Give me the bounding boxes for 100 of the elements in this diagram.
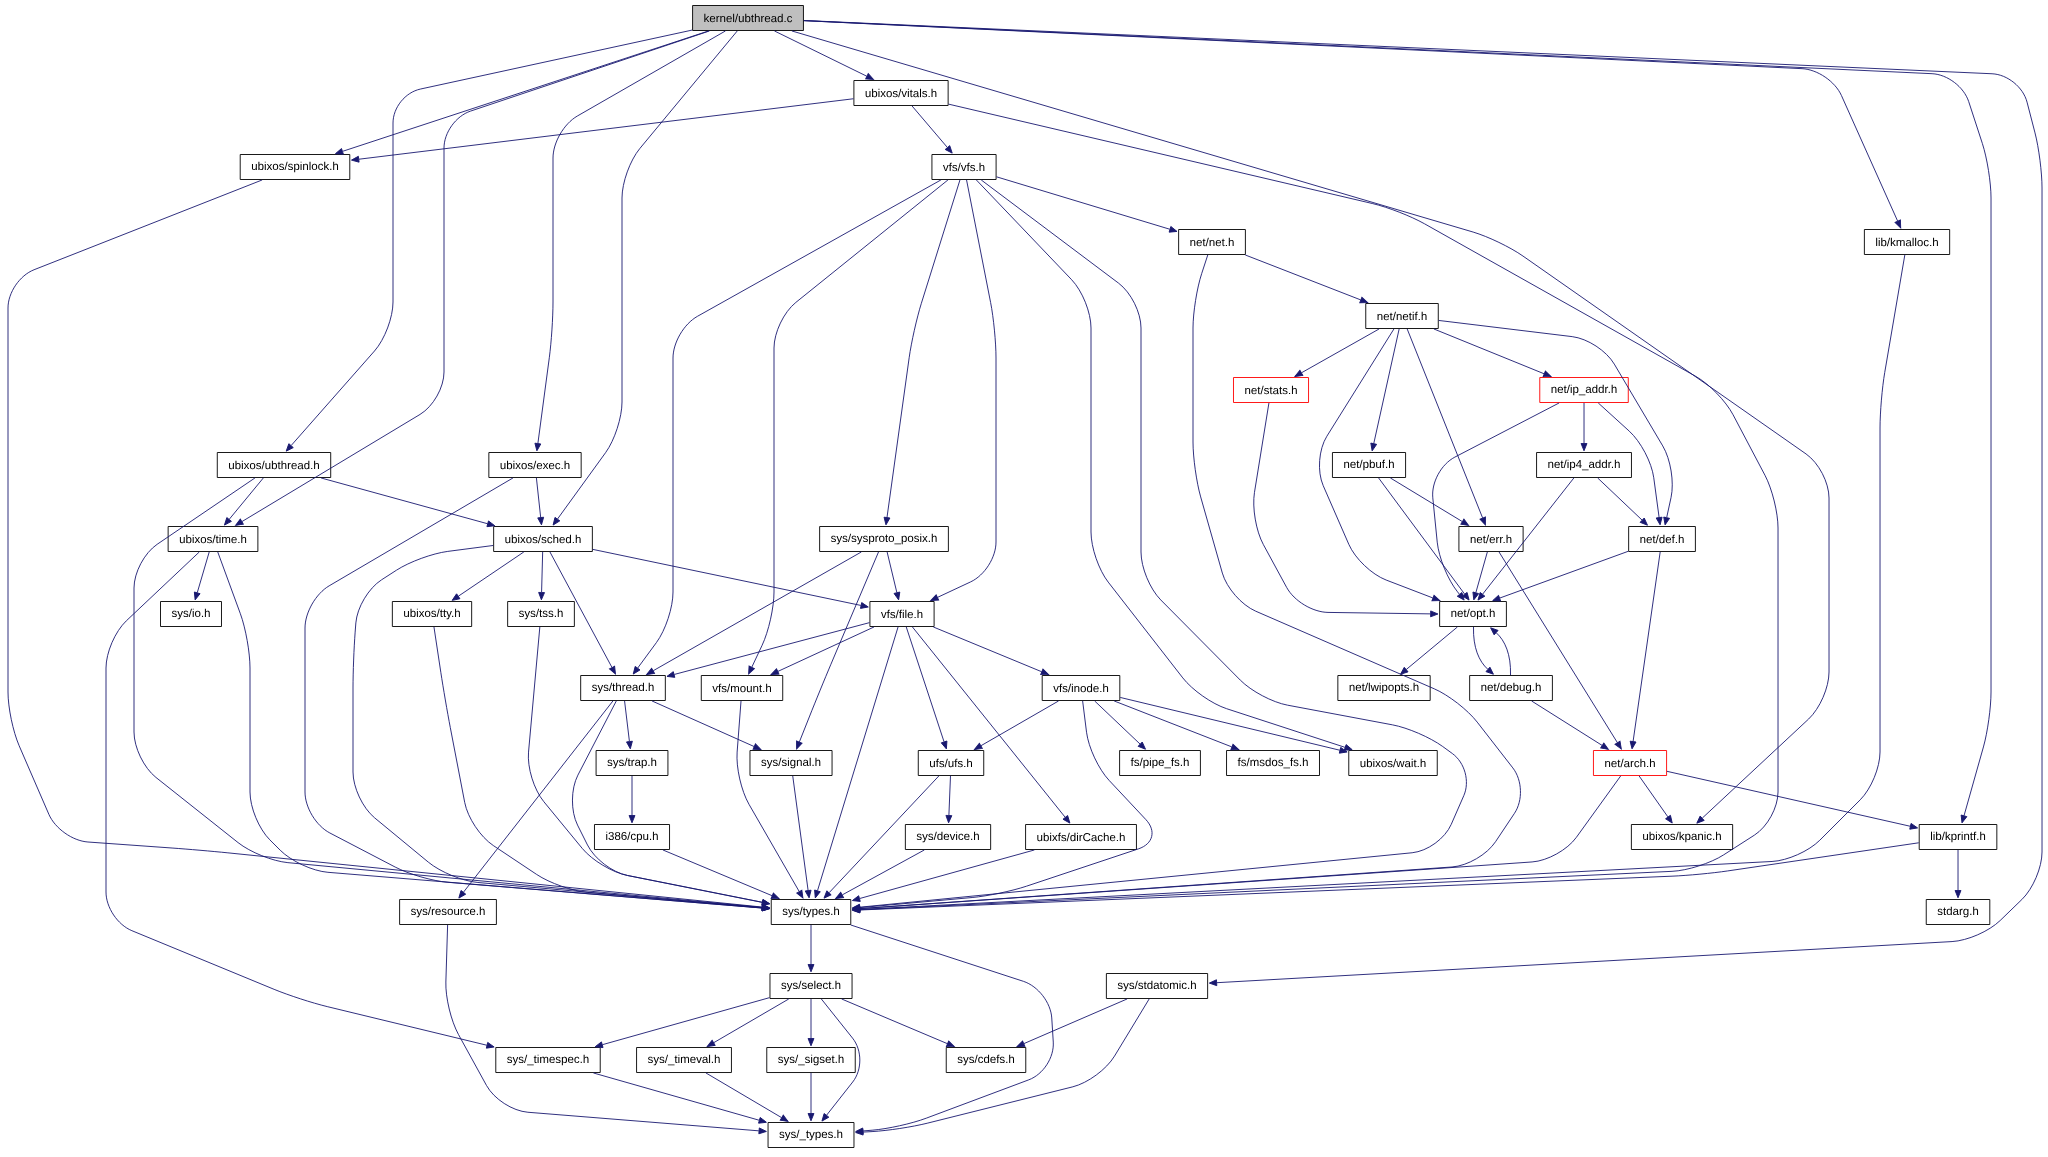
arrow xyxy=(662,849,780,900)
arrow xyxy=(1244,254,1369,304)
file-box: sys/_timeval.h xyxy=(636,1047,732,1073)
arrow xyxy=(1490,627,1511,676)
file-box: net/ip4_addr.h xyxy=(1536,452,1632,478)
file-box: stdarg.h xyxy=(1925,899,1991,925)
file-box: vfs/vfs.h xyxy=(931,154,997,180)
arrow xyxy=(1370,328,1400,452)
arrow xyxy=(1406,328,1486,526)
arrow xyxy=(534,30,726,452)
arrow xyxy=(1477,477,1575,601)
file-box: lib/kprintf.h xyxy=(1918,824,1998,850)
arrow xyxy=(852,842,1920,914)
arrow xyxy=(1319,328,1441,602)
arrow xyxy=(841,998,955,1048)
file-box: ubixos/spinlock.h xyxy=(239,154,351,180)
arrow xyxy=(770,626,875,675)
arrow xyxy=(852,254,1906,913)
arrow xyxy=(552,30,738,526)
file-box: sys/signal.h xyxy=(749,750,833,776)
file-box: fs/pipe_fs.h xyxy=(1119,750,1201,776)
file-box: ubixos/exec.h xyxy=(488,452,582,478)
arrow xyxy=(855,998,1150,1136)
arrow xyxy=(1016,998,1128,1047)
file-box: sys/cdefs.h xyxy=(945,1047,1027,1073)
arrow xyxy=(632,179,942,675)
arrow xyxy=(1438,320,1673,526)
arrow xyxy=(1638,775,1673,824)
arrow xyxy=(996,176,1178,233)
arrow xyxy=(911,105,953,154)
file-box: vfs/mount.h xyxy=(700,675,784,701)
file-box: net/def.h xyxy=(1628,526,1696,552)
arrow xyxy=(975,179,1353,751)
file-box: sys/_timespec.h xyxy=(495,1047,601,1073)
file-box: sys/_sigset.h xyxy=(766,1047,856,1073)
arrow xyxy=(851,849,1035,902)
arrow xyxy=(224,477,264,526)
file-box: sys/tss.h xyxy=(507,601,575,627)
arrow xyxy=(820,998,861,1122)
arrow xyxy=(930,179,997,601)
arrow xyxy=(932,626,1049,676)
file-box: sys/trap.h xyxy=(595,750,669,776)
file-box: sys/types.h xyxy=(770,899,852,925)
arrow xyxy=(791,30,1830,824)
arrow xyxy=(1294,328,1380,377)
arrow xyxy=(803,20,2043,987)
arrow xyxy=(911,626,1071,824)
arrow xyxy=(651,700,762,750)
arrow xyxy=(1580,402,1588,452)
arrow xyxy=(706,998,790,1047)
arrow xyxy=(105,551,495,1049)
arrow xyxy=(458,700,614,899)
file-box: sys/device.h xyxy=(904,824,992,850)
file-box: ubixos/time.h xyxy=(167,526,259,552)
file-box: sys/io.h xyxy=(160,601,222,627)
arrow xyxy=(852,775,1622,913)
arrow xyxy=(1492,550,1629,602)
arrow xyxy=(666,622,870,678)
arrow xyxy=(535,477,545,526)
arrow xyxy=(1498,551,1622,750)
file-box: lib/kmalloc.h xyxy=(1863,229,1951,255)
arrow xyxy=(624,700,633,750)
arrow xyxy=(792,775,812,899)
arrow xyxy=(1473,626,1494,675)
arrow xyxy=(538,551,545,601)
arrow xyxy=(945,775,953,824)
arrow xyxy=(807,924,815,973)
arrow xyxy=(807,998,815,1047)
file-box: ufs/ufs.h xyxy=(917,750,985,776)
arrow xyxy=(320,477,496,528)
arrow xyxy=(807,1072,815,1122)
file-box: net/netif.h xyxy=(1365,303,1439,329)
file-box: net/stats.h xyxy=(1233,377,1309,403)
file-box: net/debug.h xyxy=(1469,675,1553,701)
file-box: ubixos/ubthread.h xyxy=(216,452,332,478)
arrow xyxy=(592,1072,767,1124)
arrow xyxy=(1666,770,1918,830)
file-box: sys/resource.h xyxy=(399,899,497,925)
arrow xyxy=(852,700,1153,912)
arrow xyxy=(1629,551,1661,750)
arrow xyxy=(1119,697,1348,754)
arrow xyxy=(594,997,770,1049)
arrow xyxy=(1400,626,1458,675)
file-box: net/lwipopts.h xyxy=(1337,675,1431,701)
file-box: net/ip_addr.h xyxy=(1539,377,1629,403)
file-box: fs/msdos_fs.h xyxy=(1226,750,1320,776)
file-box: ubixos/tty.h xyxy=(391,601,473,627)
arrow xyxy=(748,179,949,675)
arrow xyxy=(1389,477,1470,526)
file-box: sys/sysproto_posix.h xyxy=(819,526,949,552)
arrow xyxy=(1472,551,1488,601)
arrow xyxy=(883,179,961,526)
arrow xyxy=(705,1072,789,1122)
file-box: ubixos/wait.h xyxy=(1348,750,1438,776)
file-box: net/err.h xyxy=(1458,526,1524,552)
arrow xyxy=(646,551,862,675)
file-box: ubixfs/dirCache.h xyxy=(1025,824,1137,850)
arrow xyxy=(736,700,804,899)
arrow xyxy=(351,98,854,163)
arrow xyxy=(1531,700,1609,750)
